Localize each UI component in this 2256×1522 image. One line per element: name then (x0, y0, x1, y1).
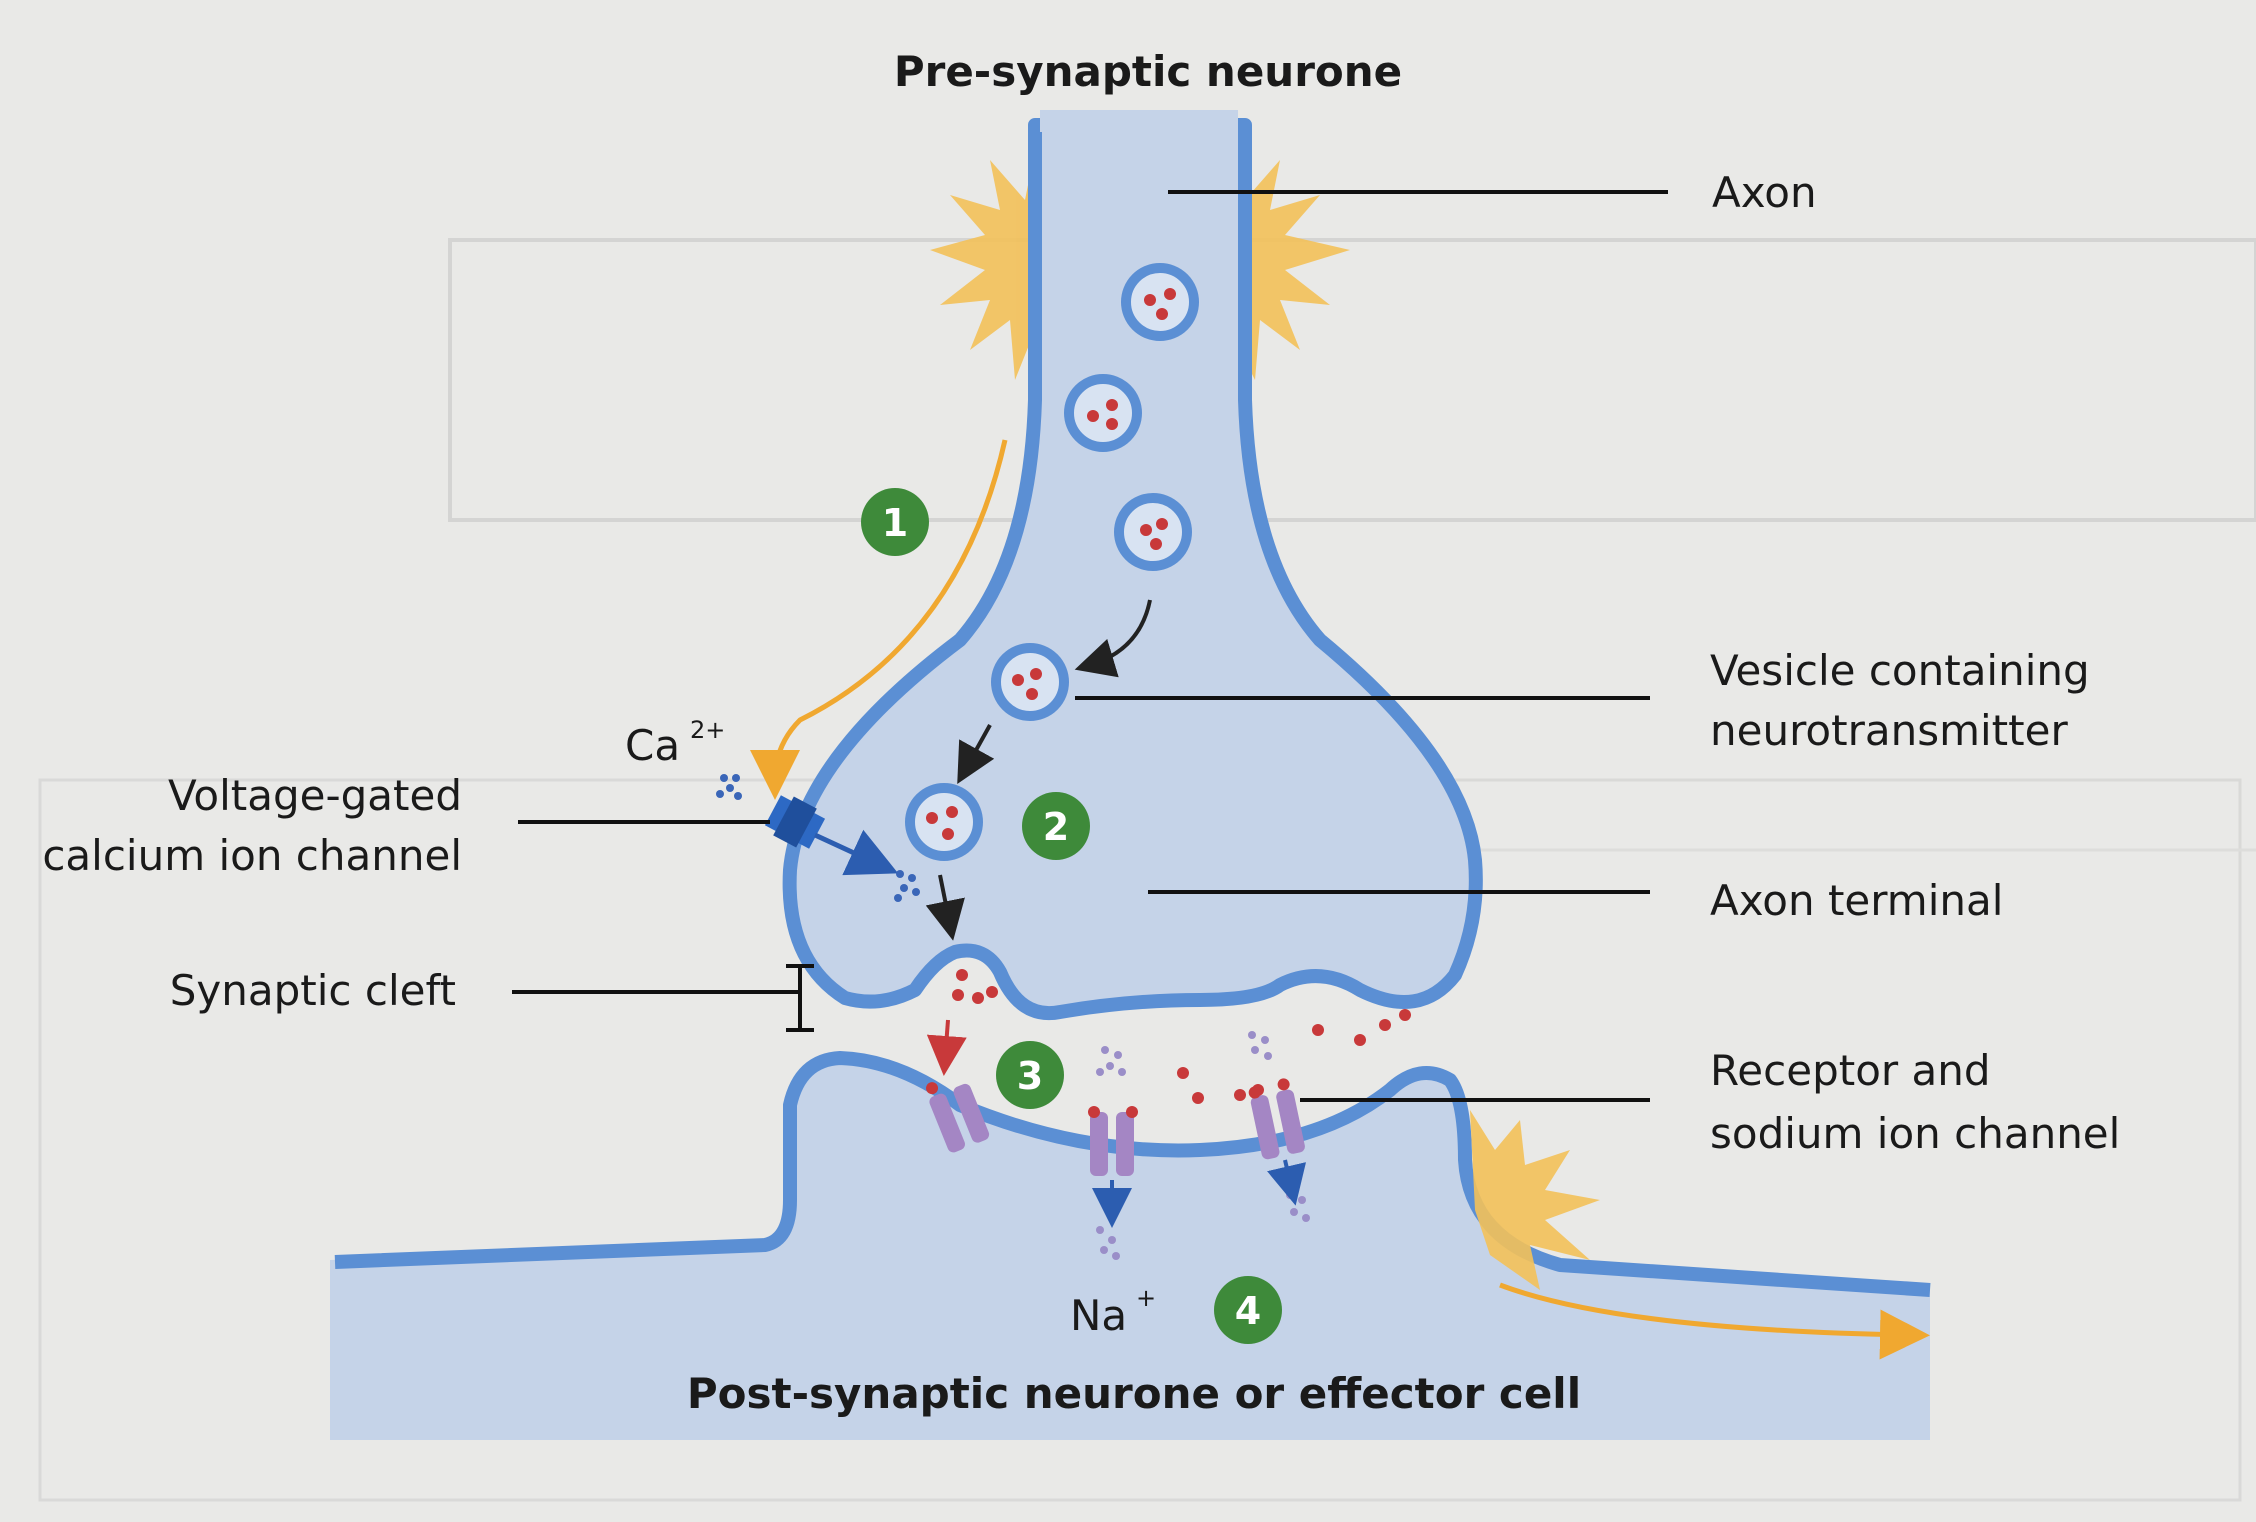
sodium-influx-arrow (1267, 1159, 1307, 1206)
vesicle (991, 643, 1069, 721)
label-vesicle-line2: neurotransmitter (1710, 706, 2068, 755)
svg-text:3: 3 (1017, 1054, 1043, 1098)
receptor-channel (926, 1082, 990, 1153)
calcium-channel (764, 795, 826, 849)
pre-synaptic-neurone (782, 118, 1483, 1021)
leader-lines (512, 190, 1668, 1102)
label-receptor-line1: Receptor and (1710, 1046, 1991, 1095)
calcium-influx-arrow (813, 829, 899, 876)
label-sodium-ion: Na (1070, 1291, 1127, 1340)
label-synaptic-cleft: Synaptic cleft (170, 966, 456, 1015)
action-potential-arrow (750, 439, 1008, 800)
vesicle (1121, 263, 1199, 341)
label-vgcc-line1: Voltage-gated (168, 771, 462, 820)
vesicle (905, 783, 983, 861)
neurotransmitter-release-arrow (926, 1019, 967, 1076)
propagation-arrow (1499, 1282, 1930, 1360)
svg-text:4: 4 (1235, 1289, 1261, 1333)
label-sodium-charge: + (1136, 1284, 1156, 1312)
post-synaptic-membrane (334, 1051, 1931, 1297)
svg-text:1: 1 (882, 501, 908, 545)
step-badge-1: 1 (861, 488, 929, 556)
exocytosis (952, 969, 998, 1004)
label-axon: Axon (1712, 168, 1817, 217)
post-synaptic-title: Post-synaptic neurone or effector cell (687, 1369, 1581, 1418)
label-vgcc-line2: calcium ion channel (42, 831, 462, 880)
pre-synaptic-title: Pre-synaptic neurone (894, 47, 1402, 96)
neurotransmitter-molecules (1177, 1009, 1411, 1104)
receptor-channel (1088, 1106, 1138, 1176)
calcium-ions (716, 774, 920, 902)
vesicles (905, 263, 1199, 861)
step-badge-2: 2 (1022, 792, 1090, 860)
vesicle (1114, 493, 1192, 571)
vesicle-move-arrow (957, 724, 995, 784)
receptor-channel (1248, 1078, 1305, 1160)
svg-text:2: 2 (1043, 805, 1069, 849)
vesicle-move-arrow (1074, 599, 1152, 678)
label-vesicle-line1: Vesicle containing (1710, 646, 2090, 695)
label-calcium-charge: 2+ (690, 716, 725, 744)
label-receptor-line2: sodium ion channel (1710, 1109, 2120, 1158)
vesicle-move-arrow (925, 874, 965, 941)
step-badge-4: 4 (1214, 1276, 1282, 1344)
label-calcium-ion: Ca (625, 721, 680, 770)
post-action-potential-burst (1470, 1110, 1600, 1290)
step-badge-3: 3 (996, 1041, 1064, 1109)
label-axon-terminal: Axon terminal (1710, 876, 2003, 925)
post-synaptic-cell (330, 1058, 1930, 1440)
vesicle (1064, 374, 1142, 452)
